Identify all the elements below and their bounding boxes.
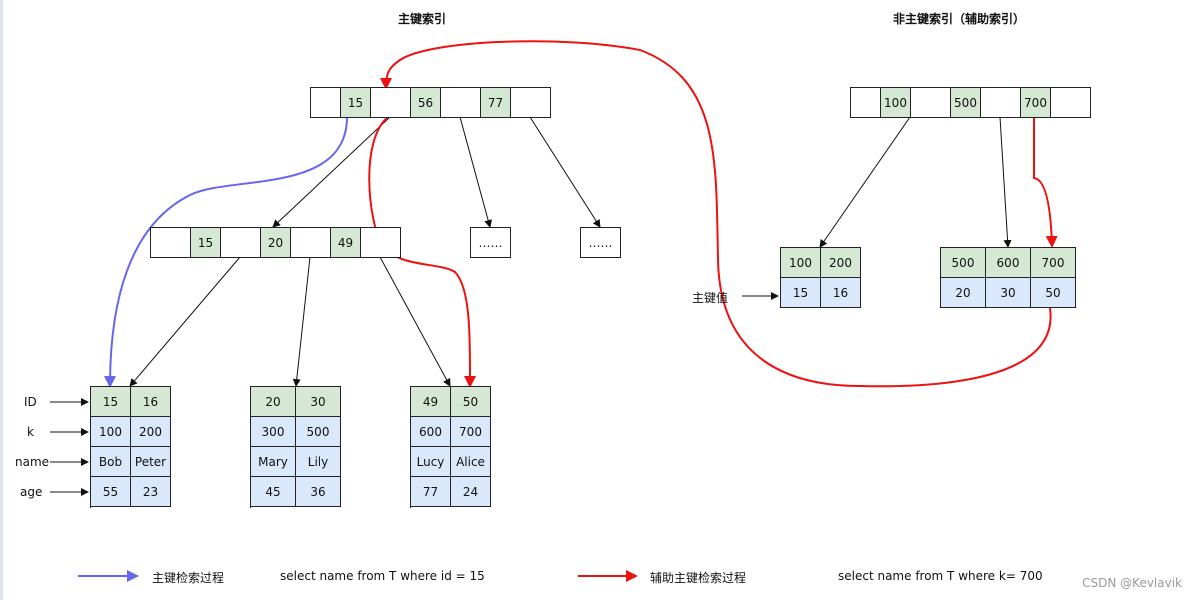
- k-cell: 200: [131, 417, 171, 447]
- age-cell: 55: [91, 477, 131, 507]
- age-cell: 77: [411, 477, 451, 507]
- edge-root-to-ellipsis-2: [529, 116, 601, 228]
- key-cell: 15: [341, 88, 371, 117]
- pointer-cell: [911, 88, 951, 117]
- id-cell: 16: [131, 387, 171, 417]
- legend-red-label: 辅助主键检索过程: [650, 571, 747, 585]
- k-key-cell: 200: [821, 248, 861, 278]
- blue-path-arrow: [104, 116, 348, 388]
- key-cell: 20: [261, 228, 291, 257]
- edge-internal-to-leaf-3: [379, 256, 451, 387]
- k-cell: 500: [296, 417, 341, 447]
- pointer-cell: [1051, 88, 1090, 117]
- pointer-cell: [981, 88, 1021, 117]
- primary-leaf-1: 15 16 100 200 Bob Peter 55 23: [90, 386, 171, 508]
- pointer-cell: [311, 88, 341, 117]
- pointer-cell: [441, 88, 481, 117]
- primary-internal-node: 15 20 49: [150, 227, 401, 258]
- age-cell: 36: [296, 477, 341, 507]
- edge-root-to-internal: [272, 116, 391, 228]
- ellipsis-node-1: ……: [470, 227, 511, 258]
- edge-sec-root-to-leaf-1: [819, 116, 911, 248]
- secondary-leaf-1: 100 200 15 16: [780, 247, 861, 308]
- primary-leaf-3: 49 50 600 700 Lucy Alice 77 24: [410, 386, 491, 508]
- id-cell: 20: [251, 387, 296, 417]
- name-cell: Mary: [251, 447, 296, 477]
- edge-internal-to-leaf-1: [129, 256, 241, 387]
- name-cell: Lucy: [411, 447, 451, 477]
- pk-cell: 30: [986, 278, 1031, 308]
- key-cell: 77: [481, 88, 511, 117]
- pk-cell: 50: [1031, 278, 1076, 308]
- key-cell: 56: [411, 88, 441, 117]
- edge-internal-to-leaf-2: [292, 256, 311, 387]
- red-path-sec-root-to-leaf: [1033, 117, 1058, 248]
- k-cell: 700: [451, 417, 491, 447]
- name-cell: Alice: [451, 447, 491, 477]
- age-cell: 45: [251, 477, 296, 507]
- pk-value-label: 主键值: [692, 291, 729, 305]
- secondary-index-title: 非主键索引（辅助索引）: [893, 12, 1026, 26]
- id-cell: 50: [451, 387, 491, 417]
- pointer-cell: [291, 228, 331, 257]
- row-label-age: age: [20, 485, 43, 499]
- pointer-cell: [221, 228, 261, 257]
- pointer-cell: [371, 88, 411, 117]
- k-cell: 600: [411, 417, 451, 447]
- key-cell: 15: [191, 228, 221, 257]
- primary-leaf-2: 20 30 300 500 Mary Lily 45 36: [250, 386, 341, 508]
- key-cell: 100: [881, 88, 911, 117]
- key-cell: 700: [1021, 88, 1051, 117]
- id-cell: 49: [411, 387, 451, 417]
- age-cell: 23: [131, 477, 171, 507]
- edge-root-to-ellipsis-1: [459, 116, 493, 228]
- k-key-cell: 700: [1031, 248, 1076, 278]
- id-cell: 15: [91, 387, 131, 417]
- id-cell: 30: [296, 387, 341, 417]
- red-path-back-to-primary-root: [380, 40, 1052, 388]
- pointer-cell: [151, 228, 191, 257]
- primary-index-title: 主键索引: [398, 12, 447, 26]
- key-cell: 49: [331, 228, 361, 257]
- red-path-primary-descent: [368, 116, 476, 388]
- left-edge-bar: [0, 0, 3, 600]
- key-cell: 500: [951, 88, 981, 117]
- k-key-cell: 500: [941, 248, 986, 278]
- pointer-cell: [851, 88, 881, 117]
- watermark: CSDN @Kevlavik: [1082, 576, 1182, 590]
- primary-root-node: 15 56 77: [310, 87, 551, 118]
- pk-cell: 16: [821, 278, 861, 308]
- secondary-leaf-2: 500 600 700 20 30 50: [940, 247, 1076, 308]
- secondary-root-node: 100 500 700: [850, 87, 1091, 118]
- row-label-name: name: [15, 455, 50, 469]
- name-cell: Peter: [131, 447, 171, 477]
- ellipsis-node-2: ……: [580, 227, 621, 258]
- name-cell: Bob: [91, 447, 131, 477]
- pk-cell: 15: [781, 278, 821, 308]
- pointer-cell: [511, 88, 550, 117]
- pointer-cell: [361, 228, 400, 257]
- row-label-k: k: [27, 425, 34, 439]
- k-cell: 300: [251, 417, 296, 447]
- k-key-cell: 100: [781, 248, 821, 278]
- pk-cell: 20: [941, 278, 986, 308]
- legend-blue-sql: select name from T where id = 15: [280, 569, 485, 583]
- row-label-id: ID: [24, 395, 37, 409]
- name-cell: Lily: [296, 447, 341, 477]
- k-cell: 100: [91, 417, 131, 447]
- legend-red-sql: select name from T where k= 700: [838, 569, 1043, 583]
- k-key-cell: 600: [986, 248, 1031, 278]
- legend-blue-label: 主键检索过程: [152, 571, 225, 585]
- age-cell: 24: [451, 477, 491, 507]
- edge-sec-root-to-leaf-2: [999, 116, 1012, 248]
